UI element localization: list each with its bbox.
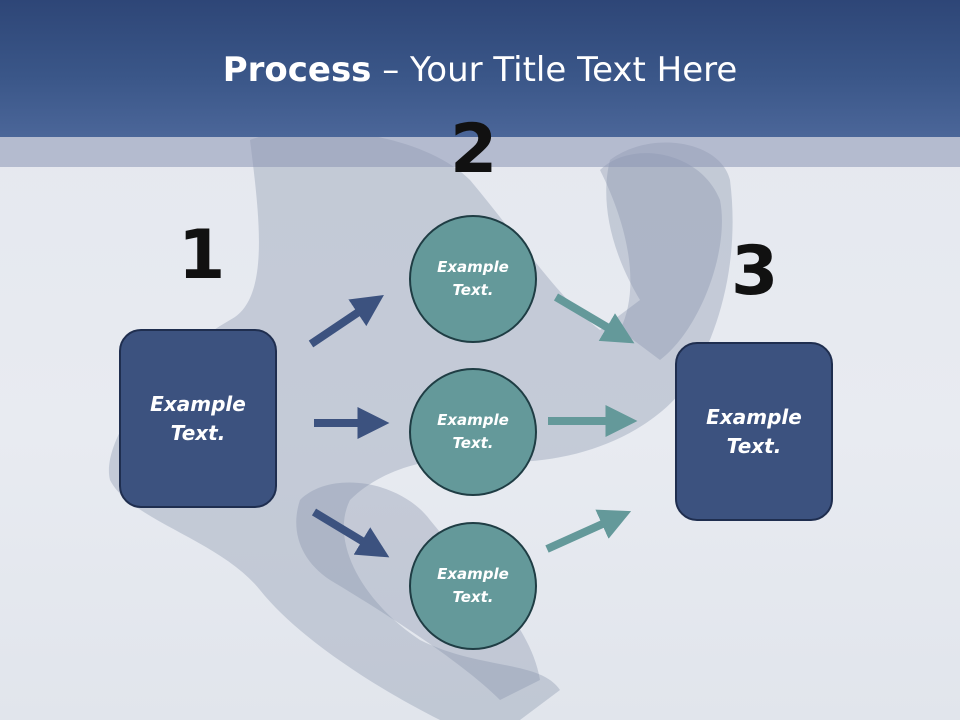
step-number-2: 2 xyxy=(450,110,498,189)
arrow-left-to-bottom xyxy=(311,508,390,558)
arrow-bottom-to-right xyxy=(545,509,632,553)
middle-circle-top-label: Example Text. xyxy=(437,258,509,299)
middle-circle-center-label: Example Text. xyxy=(437,411,509,452)
middle-circle-bottom[interactable]: Example Text. xyxy=(409,522,537,650)
left-step-box[interactable]: Example Text. xyxy=(119,329,277,508)
slide-title-rest: – Your Title Text Here xyxy=(371,50,738,90)
slide-title: Process – Your Title Text Here xyxy=(0,50,960,90)
title-bar xyxy=(0,0,960,137)
slide-title-bold: Process xyxy=(222,50,372,90)
middle-circle-top[interactable]: Example Text. xyxy=(409,215,537,343)
left-step-box-label: Example Text. xyxy=(150,391,246,445)
arrow-top-to-right xyxy=(553,293,635,344)
arrow-left-to-top xyxy=(308,294,384,348)
right-step-box-label: Example Text. xyxy=(706,404,802,458)
middle-circle-center[interactable]: Example Text. xyxy=(409,368,537,496)
middle-circle-bottom-label: Example Text. xyxy=(437,565,509,606)
step-number-3: 3 xyxy=(731,232,779,311)
title-underband xyxy=(0,137,960,167)
right-step-box[interactable]: Example Text. xyxy=(675,342,833,521)
step-number-1: 1 xyxy=(178,216,226,295)
